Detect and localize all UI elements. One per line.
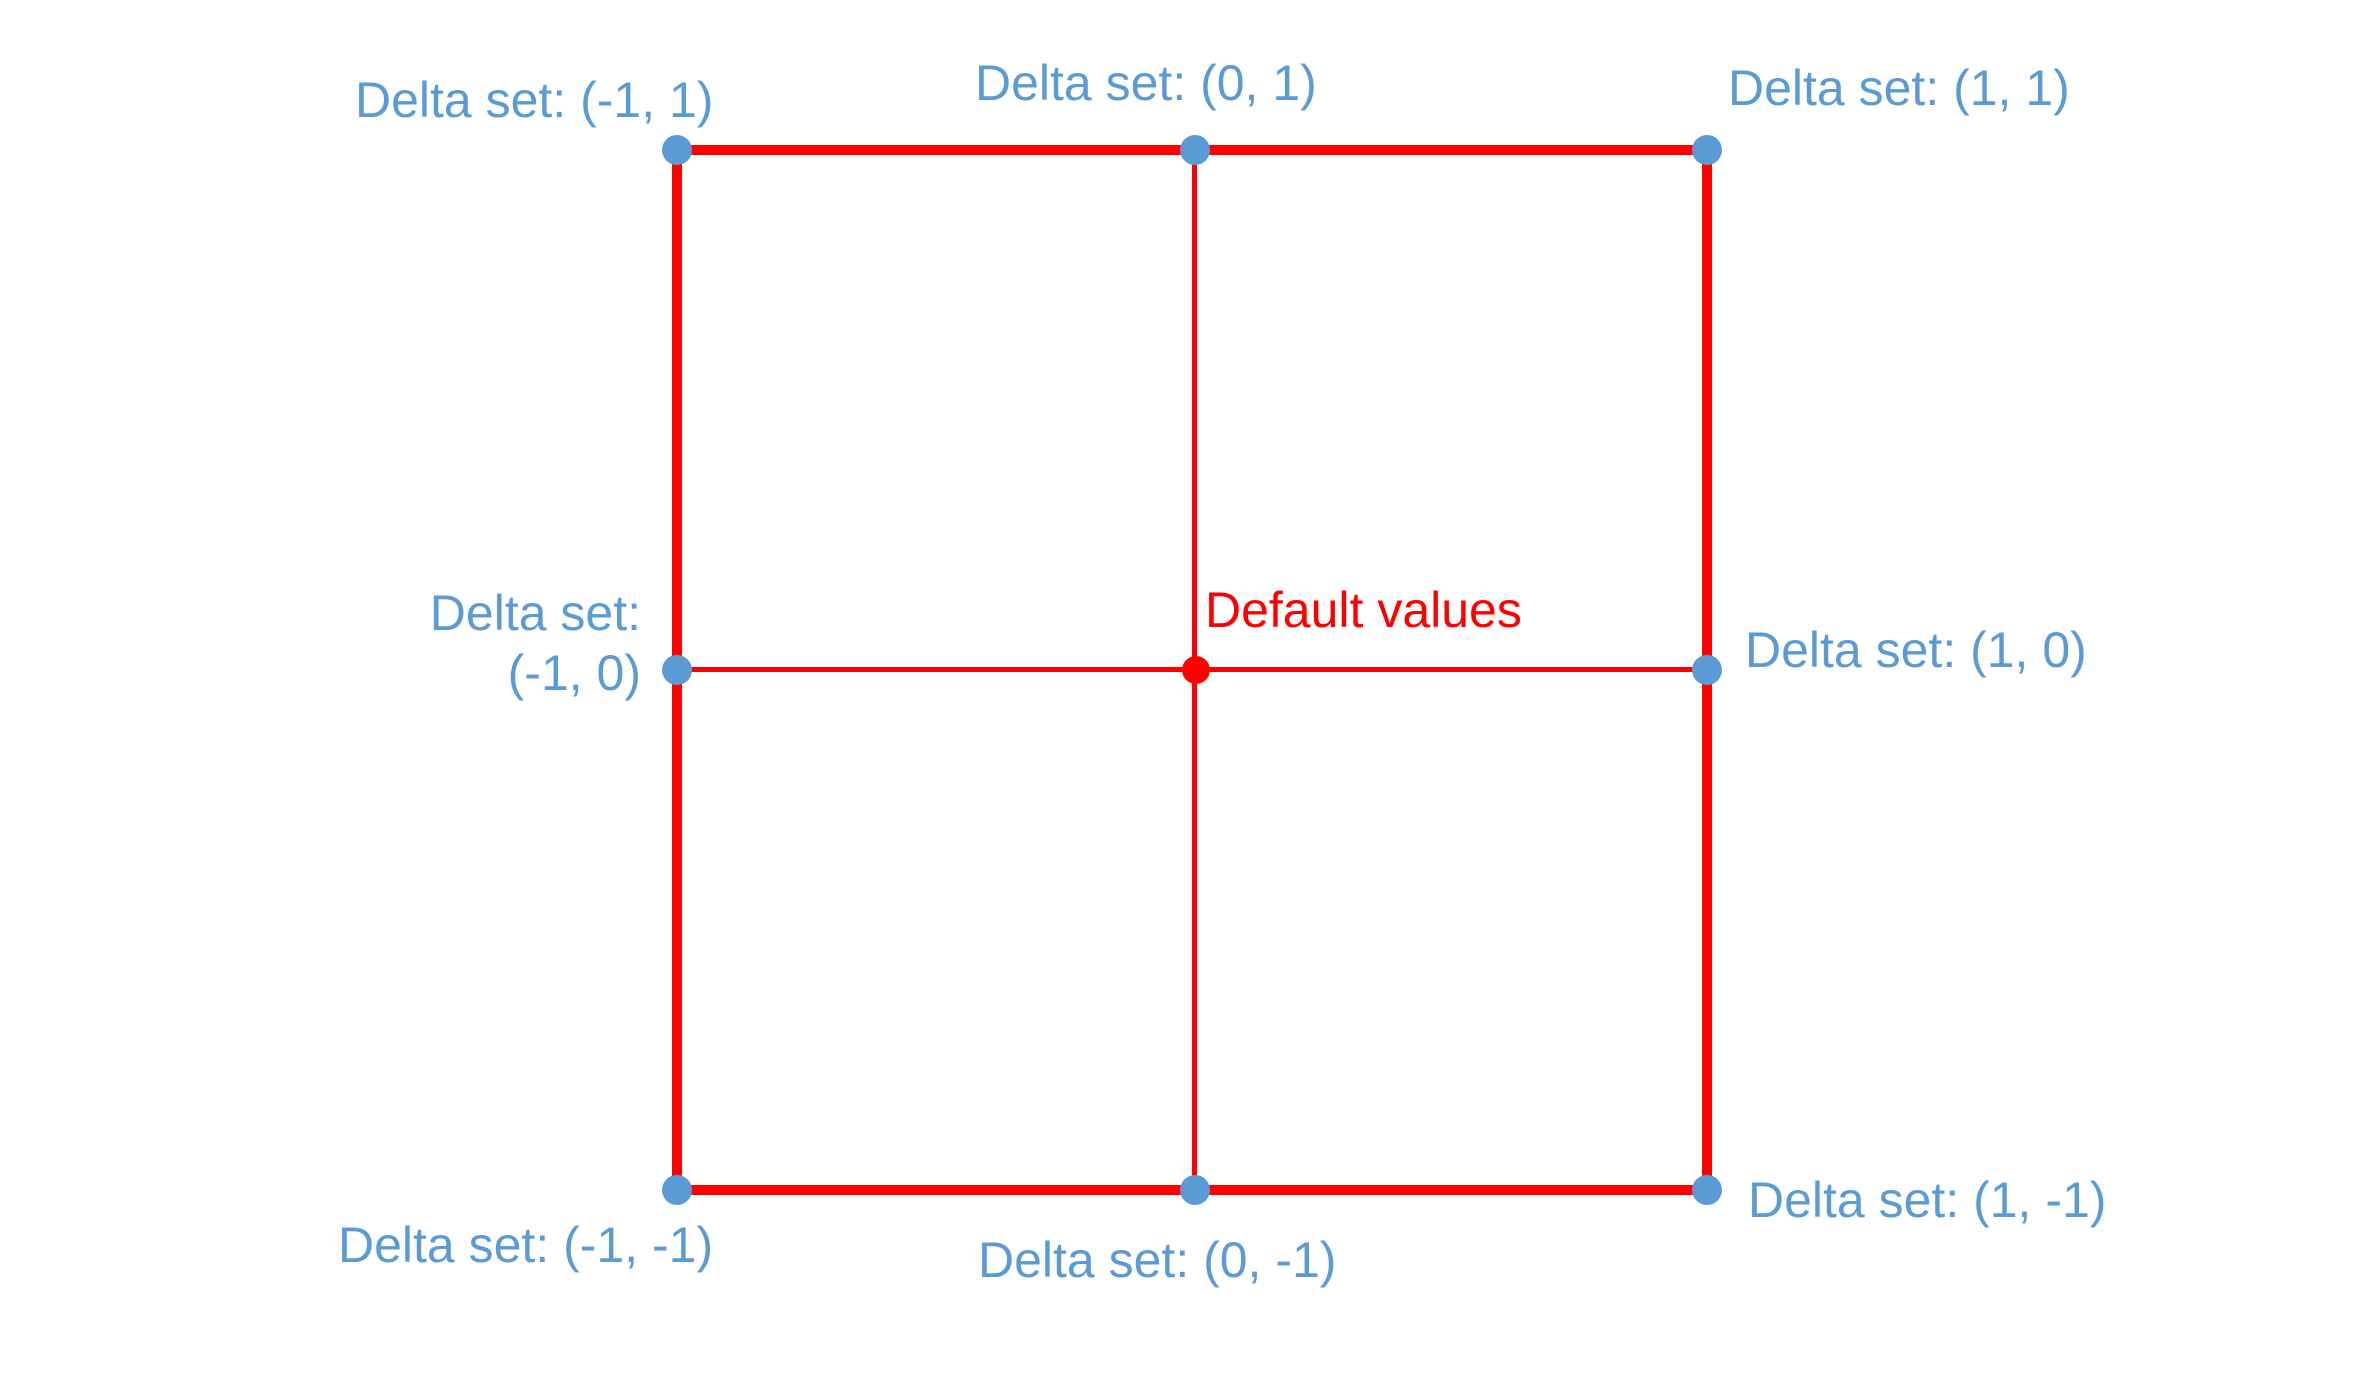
default-values-point	[1182, 656, 1210, 684]
delta-point-bottom-middle	[1180, 1175, 1210, 1205]
delta-label-middle-left: Delta set: (-1, 0)	[429, 585, 641, 701]
delta-point-top-left	[662, 135, 692, 165]
delta-point-middle-right	[1692, 655, 1722, 685]
delta-label-bottom-middle: Delta set: (0, -1)	[978, 1232, 1337, 1288]
default-values-label: Default values	[1205, 582, 1522, 638]
delta-label-top-left: Delta set: (-1, 1)	[355, 72, 714, 128]
delta-point-middle-left	[662, 655, 692, 685]
delta-point-top-middle	[1180, 135, 1210, 165]
delta-label-middle-right: Delta set: (1, 0)	[1745, 622, 2087, 678]
delta-label-bottom-left: Delta set: (-1, -1)	[338, 1217, 714, 1273]
delta-point-bottom-right	[1692, 1175, 1722, 1205]
delta-label-top-middle: Delta set: (0, 1)	[975, 55, 1317, 111]
delta-label-bottom-right: Delta set: (1, -1)	[1748, 1172, 2107, 1228]
delta-point-top-right	[1692, 135, 1722, 165]
delta-point-bottom-left	[662, 1175, 692, 1205]
delta-label-top-right: Delta set: (1, 1)	[1728, 60, 2070, 116]
